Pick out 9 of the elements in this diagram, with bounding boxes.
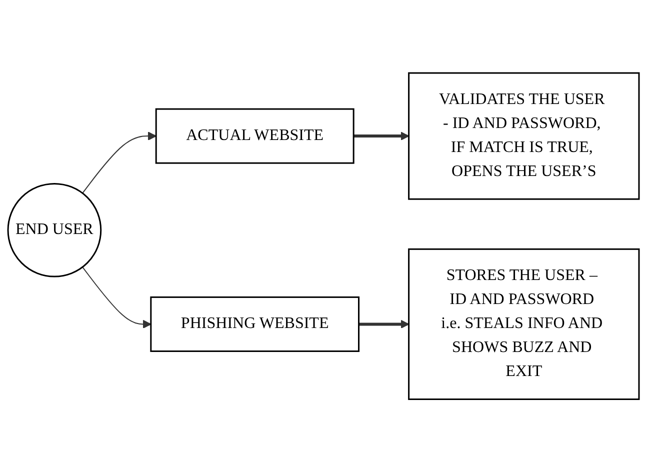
- node-box: VALIDATES THE USER - ID AND PASSWORD, IF MATCH IS TRUE, OPENS THE USER’S: [408, 72, 640, 200]
- arrow: [358, 320, 410, 328]
- node-circle: END USER: [7, 182, 102, 278]
- node-box: ACTUAL WEBSITE: [155, 108, 354, 164]
- arrow: [82, 132, 156, 194]
- node-box: STORES THE USER – ID AND PASSWORD i.e. STEALS INFO AND SHOWS BUZZ AND EXIT: [408, 248, 640, 400]
- arrow: [354, 132, 410, 140]
- arrow: [82, 266, 152, 328]
- node-box: PHISHING WEBSITE: [150, 296, 360, 352]
